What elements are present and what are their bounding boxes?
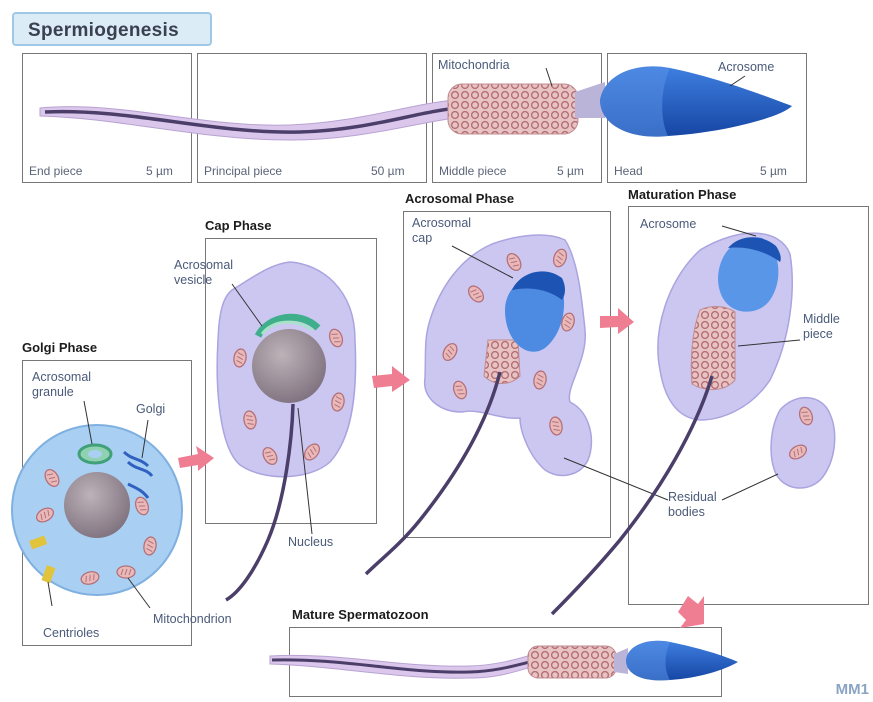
middle-piece-label-maturation: Middle piece (803, 312, 840, 342)
acrosomal-cap-label: Acrosomal cap (412, 216, 471, 246)
arrow-1 (178, 446, 214, 471)
top-acrosome-label: Acrosome (718, 60, 774, 75)
golgi-phase-heading: Golgi Phase (22, 340, 97, 355)
maturation-phase-heading: Maturation Phase (628, 187, 736, 202)
principal-piece-label: Principal piece (204, 164, 282, 178)
acrosomal-vesicle-label: Acrosomal vesicle (174, 258, 233, 288)
logo: MM1 (836, 681, 869, 698)
mature-spermatozoon-heading: Mature Spermatozoon (292, 607, 429, 622)
head-label: Head (614, 164, 643, 178)
acrosomal-cell (366, 235, 668, 574)
top-sperm (40, 66, 792, 140)
middle-piece-label: Middle piece (439, 164, 506, 178)
maturation-acrosome-label: Acrosome (640, 217, 696, 232)
arrow-4 (678, 596, 704, 628)
golgi-label: Golgi (136, 402, 165, 417)
middle-piece-size: 5 µm (557, 164, 584, 178)
end-piece-label: End piece (29, 164, 82, 178)
mature-sperm (270, 641, 738, 681)
golgi-cell (12, 401, 182, 608)
residual-bodies-label: Residual bodies (668, 490, 717, 520)
principal-piece-size: 50 µm (371, 164, 405, 178)
nucleus-label: Nucleus (288, 535, 333, 550)
head-size: 5 µm (760, 164, 787, 178)
acrosomal-phase-heading: Acrosomal Phase (405, 191, 514, 206)
cap-phase-heading: Cap Phase (205, 218, 271, 233)
end-piece-size: 5 µm (146, 164, 173, 178)
centrioles-label: Centrioles (43, 626, 99, 641)
mitochondrion-label: Mitochondrion (153, 612, 232, 627)
mitochondria-label: Mitochondria (438, 58, 510, 73)
arrow-3 (600, 308, 634, 334)
acrosomal-granule-label: Acrosomal granule (32, 370, 91, 400)
cap-cell (217, 262, 355, 600)
maturation-cell (552, 226, 835, 614)
arrow-2 (372, 366, 410, 392)
top-middle-piece (448, 84, 578, 134)
